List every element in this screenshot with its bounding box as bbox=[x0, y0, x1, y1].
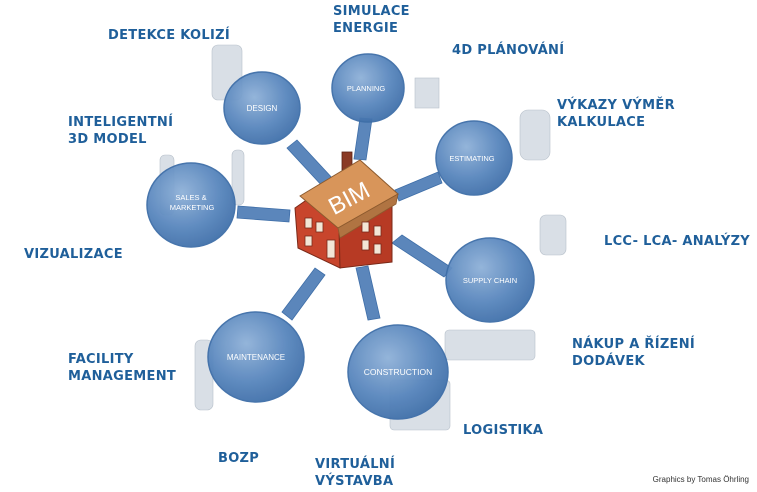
connectors bbox=[236, 117, 453, 321]
node-planning: PLANNING bbox=[331, 53, 405, 123]
node-planning-circle bbox=[331, 53, 405, 123]
label-nakup: NÁKUP A ŘÍZENÍ DODÁVEK bbox=[572, 336, 695, 370]
node-design: DESIGN bbox=[223, 71, 301, 145]
label-facility-line2: MANAGEMENT bbox=[68, 369, 177, 384]
label-virtualni: VIRTUÁLNÍ VÝSTAVBA bbox=[315, 456, 395, 490]
label-logistika: LOGISTIKA bbox=[463, 422, 543, 439]
label-model-line1: INTELIGENTNÍ bbox=[68, 115, 174, 130]
label-logistika-line1: LOGISTIKA bbox=[463, 423, 544, 438]
bim-house-icon: BIM bbox=[294, 151, 399, 269]
label-simulace-line2: ENERGIE bbox=[333, 21, 399, 36]
graphics-credit: Graphics by Tomas Öhrling bbox=[652, 475, 749, 484]
node-supply: SUPPLY CHAIN bbox=[445, 237, 535, 323]
label-vykazy-line1: VÝKAZY VÝMĚR bbox=[557, 98, 675, 113]
node-supply-label: SUPPLY CHAIN bbox=[463, 276, 517, 285]
connector-construction bbox=[355, 265, 381, 321]
node-maintenance: MAINTENANCE bbox=[207, 311, 305, 403]
label-planovani: 4D PLÁNOVÁNÍ bbox=[452, 42, 564, 59]
label-nakup-line1: NÁKUP A ŘÍZENÍ bbox=[572, 337, 696, 352]
label-bozp: BOZP bbox=[218, 450, 259, 467]
node-estimating-label: ESTIMATING bbox=[449, 154, 494, 163]
node-estimating: ESTIMATING bbox=[435, 120, 513, 196]
node-sales: SALES & MARKETING bbox=[146, 162, 236, 248]
label-detekce-line1: DETEKCE KOLIZÍ bbox=[108, 28, 230, 43]
label-simulace: SIMULACE ENERGIE bbox=[333, 3, 410, 37]
label-vykazy-line2: KALKULACE bbox=[557, 115, 646, 130]
label-simulace-line1: SIMULACE bbox=[333, 4, 410, 19]
label-virtualni-line2: VÝSTAVBA bbox=[315, 474, 394, 489]
label-planovani-line1: 4D PLÁNOVÁNÍ bbox=[452, 43, 565, 58]
label-nakup-line2: DODÁVEK bbox=[572, 354, 645, 369]
label-lcc: LCC- LCA- ANALÝZY bbox=[604, 233, 750, 250]
label-facility-line1: FACILITY bbox=[68, 352, 134, 367]
node-maintenance-circle bbox=[207, 311, 305, 403]
node-construction-circle bbox=[347, 324, 449, 420]
node-supply-circle bbox=[445, 237, 535, 323]
node-sales-label: SALES & MARKETING bbox=[170, 193, 215, 212]
label-vykazy: VÝKAZY VÝMĚR KALKULACE bbox=[557, 97, 675, 131]
node-estimating-circle bbox=[435, 120, 513, 196]
connector-planning bbox=[353, 117, 373, 161]
connector-estimating bbox=[394, 171, 443, 202]
node-planning-label: PLANNING bbox=[347, 84, 386, 93]
node-design-label: DESIGN bbox=[247, 104, 278, 113]
nodes: DESIGN PLANNING ESTIMATING SALES & MARKE… bbox=[146, 53, 535, 420]
label-virtualni-line1: VIRTUÁLNÍ bbox=[315, 457, 396, 472]
label-detekce: DETEKCE KOLIZÍ bbox=[108, 27, 230, 44]
label-lcc-line1: LCC- LCA- ANALÝZY bbox=[604, 234, 751, 249]
label-model: INTELIGENTNÍ 3D MODEL bbox=[68, 114, 173, 148]
node-design-circle bbox=[223, 71, 301, 145]
connector-sales bbox=[236, 205, 291, 223]
node-sales-circle bbox=[146, 162, 236, 248]
label-vizualizace: VIZUALIZACE bbox=[24, 246, 123, 263]
label-model-line2: 3D MODEL bbox=[68, 132, 147, 147]
node-maintenance-label: MAINTENANCE bbox=[227, 353, 285, 362]
label-bozp-line1: BOZP bbox=[218, 451, 260, 466]
node-construction-label: CONSTRUCTION bbox=[364, 367, 432, 377]
label-vizualizace-line1: VIZUALIZACE bbox=[24, 247, 123, 262]
connector-supply bbox=[391, 234, 453, 278]
connector-maintenance bbox=[281, 267, 326, 321]
label-facility: FACILITY MANAGEMENT bbox=[68, 351, 176, 385]
node-construction: CONSTRUCTION bbox=[347, 324, 449, 420]
